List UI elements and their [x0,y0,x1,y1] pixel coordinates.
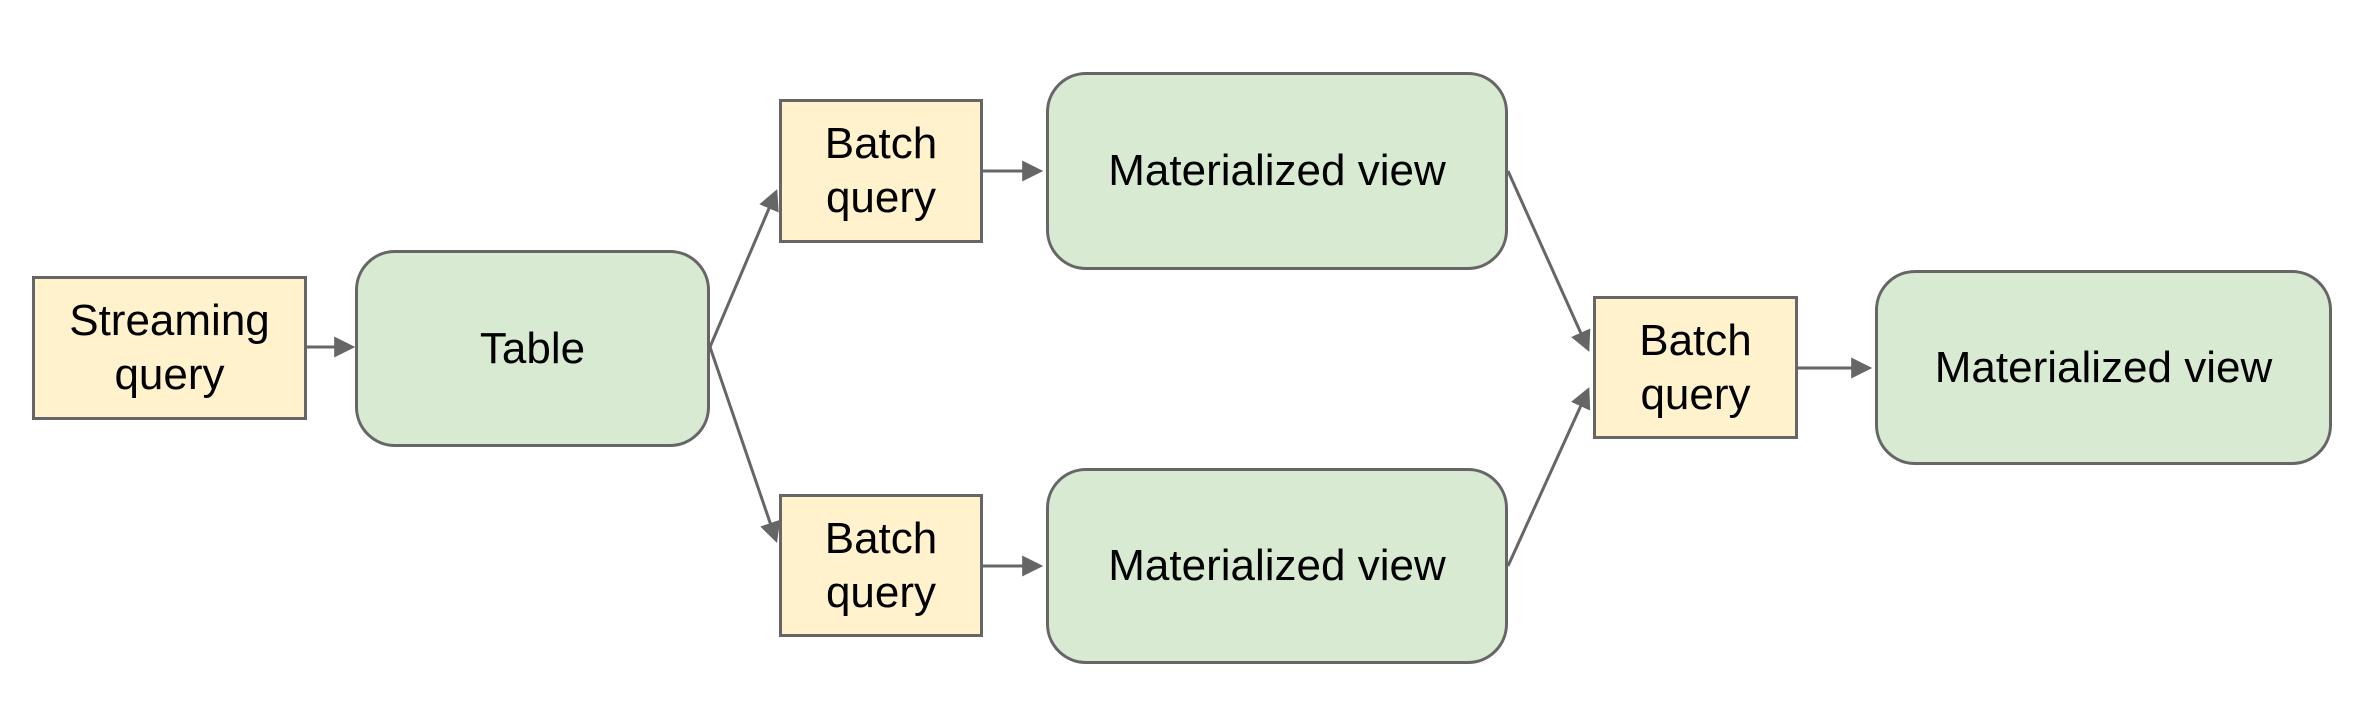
node-materialized-view-bottom: Materialized view [1046,468,1508,664]
node-materialized-view-right: Materialized view [1875,270,2332,465]
node-table: Table [355,250,710,447]
node-batch-query-bottom-label: Batch query [824,513,938,617]
node-batch-query-bottom: Batch query [779,494,983,637]
node-streaming-query-label: Streaming query [69,296,270,399]
node-table-label: Table [479,323,586,373]
node-materialized-view-bottom-label: Materialized view [1108,541,1446,591]
node-batch-query-top-label: Batch query [824,119,938,222]
node-materialized-view-top-label: Materialized view [1108,146,1446,196]
node-streaming-query: Streaming query [32,276,307,420]
node-materialized-view-right-label: Materialized view [1934,342,2273,392]
edge-mv-bottom-to-batch-query-right [1506,387,1591,567]
edge-table-to-batch-query-top [708,189,779,348]
edge-mv-top-to-batch-query-right [1506,170,1591,352]
node-batch-query-right-label: Batch query [1639,315,1752,419]
node-materialized-view-top: Materialized view [1046,72,1508,270]
node-batch-query-top: Batch query [779,99,983,243]
edge-table-to-batch-query-bottom [708,346,781,543]
node-batch-query-right: Batch query [1593,296,1798,439]
